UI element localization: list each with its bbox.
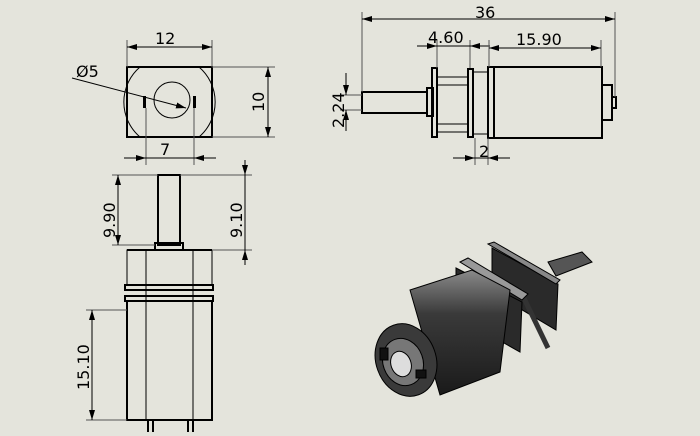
front-shaft <box>157 174 181 246</box>
end-view-outline <box>126 66 213 138</box>
motor-can-arcs <box>123 66 216 138</box>
shaft <box>361 91 428 114</box>
leader-diameter <box>71 77 187 109</box>
motor-body <box>493 66 603 139</box>
dim-9-90: 9.90 <box>100 202 119 238</box>
front-motor <box>126 300 213 421</box>
isometric-view <box>374 241 593 397</box>
dim-9-10: 9.10 <box>227 202 246 238</box>
terminal-left <box>143 96 146 108</box>
terminal-right <box>193 96 196 108</box>
dim-15-10: 15.10 <box>74 344 93 390</box>
dim-15-90: 15.90 <box>516 30 562 49</box>
front-view: 9.90 9.10 15.10 <box>74 160 252 432</box>
side-view: 36 4.60 15.90 2.24 2 <box>329 3 617 165</box>
dim-2: 2 <box>479 142 489 161</box>
dim-4-60: 4.60 <box>428 28 464 47</box>
dim-7: 7 <box>160 140 170 159</box>
flange-front <box>431 67 438 138</box>
dim-2-24: 2.24 <box>329 92 348 128</box>
dim-diameter: Ø5 <box>76 62 99 81</box>
bore-circle <box>153 81 191 119</box>
dim-12: 12 <box>155 29 175 48</box>
dim-36: 36 <box>475 3 495 22</box>
end-view: 12 Ø5 10 7 <box>71 29 275 165</box>
dim-10: 10 <box>249 92 268 112</box>
